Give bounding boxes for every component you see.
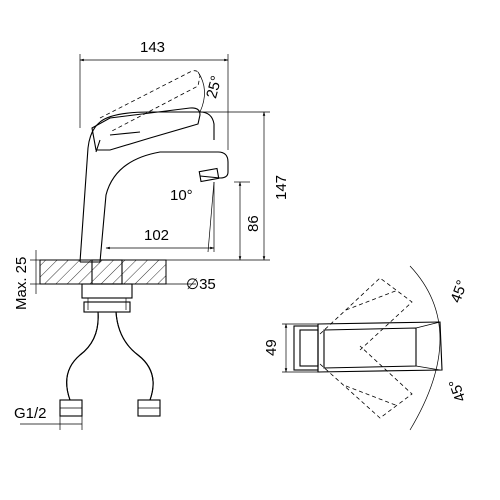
dim-10deg-label: 10° <box>170 187 193 204</box>
top-handle <box>317 321 443 373</box>
dim-35-label: ∅35 <box>186 276 216 293</box>
dim-max-deck: Max. 25 <box>13 250 40 310</box>
dim-total-height: 147 <box>166 111 290 261</box>
dim-143-label: 143 <box>140 39 165 56</box>
handle-lever <box>91 107 201 151</box>
dim-25deg-label: 25° <box>203 74 225 100</box>
swing-upper-label: 45° <box>447 278 471 305</box>
tilted-lever-dashed <box>99 70 201 133</box>
dim-hole-diameter: ∅35 <box>122 276 216 293</box>
left-hose <box>66 311 99 401</box>
right-hose <box>115 311 154 401</box>
dim-thread: G1/2 <box>14 405 83 430</box>
dim-spout-height: 86 <box>234 181 262 261</box>
dim-49-label: 49 <box>263 339 280 356</box>
swing-lower-dashed <box>319 345 413 419</box>
dim-handle-width: 49 <box>263 323 320 373</box>
top-view: 45° 45° 49 <box>263 265 471 431</box>
swing-upper-dashed <box>319 277 413 351</box>
deck-section <box>39 259 167 285</box>
dim-86-label: 86 <box>245 215 262 232</box>
dim-thread-label: G1/2 <box>14 405 47 422</box>
dim-spout-reach: 102 <box>105 227 215 250</box>
dim-102-label: 102 <box>144 227 169 244</box>
faucet-body <box>79 121 101 263</box>
dim-max25-label: Max. 25 <box>13 257 30 310</box>
dim-147-label: 147 <box>273 175 290 200</box>
side-view: 143 25° 10° 102 86 147 <box>13 39 290 430</box>
swing-lower-label: 45° <box>446 377 470 404</box>
dim-lever-tilt: 25° <box>197 71 225 113</box>
dim-overall-length: 143 <box>79 39 229 150</box>
top-base <box>293 325 319 371</box>
